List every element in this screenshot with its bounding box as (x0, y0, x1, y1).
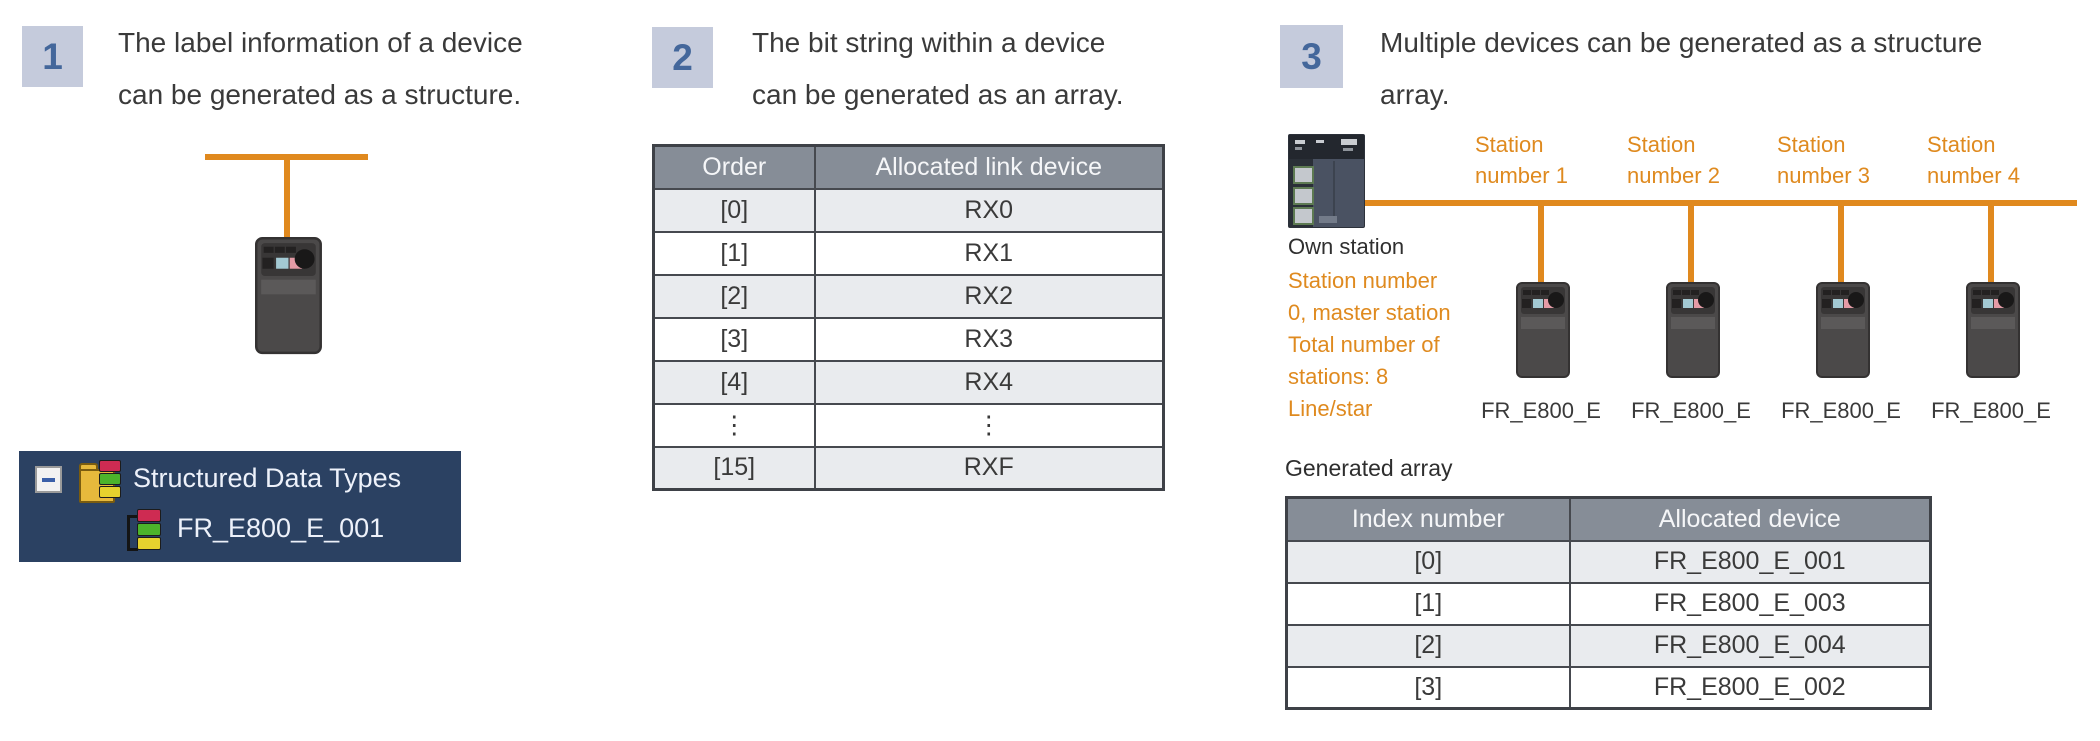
network-drop-line-2 (1688, 200, 1694, 284)
inverter-device-3 (1816, 282, 1870, 378)
inverter-device-1 (1516, 282, 1570, 378)
section-3-number: 3 (1301, 35, 1322, 77)
section-3-text-line2: array. (1380, 79, 1450, 110)
section-2-text-line2: can be generated as an array. (752, 79, 1124, 110)
device-label-1: FR_E800_E (1481, 398, 1601, 423)
cell-alloc-0: FR_E800_E_001 (1568, 539, 1932, 584)
inverter-device-single (255, 237, 322, 355)
table-row: [1] RX1 (652, 230, 1165, 276)
cell-order-2: [2] (652, 273, 816, 319)
network-drop-line-single (284, 154, 290, 239)
table-row: [0] FR_E800_E_001 (1285, 539, 1932, 584)
cell-index-2: [2] (1285, 623, 1571, 668)
table-row: [1] FR_E800_E_003 (1285, 581, 1932, 626)
table-row-ellipsis: ⋮ ⋮ (652, 402, 1165, 448)
tree-collapse-icon[interactable] (35, 466, 62, 493)
network-trunk-line (1357, 200, 2077, 206)
bit-table-header-device: Allocated link device (813, 144, 1165, 190)
cell-order-4: [4] (652, 359, 816, 405)
device-label-2: FR_E800_E (1631, 398, 1751, 423)
array-table-header-index: Index number (1285, 496, 1571, 542)
table-row: [15] RXF (652, 445, 1165, 491)
station-label-1: Station number 1 (1475, 132, 1568, 188)
cell-order-3: [3] (652, 316, 816, 362)
cell-device-15: RXF (813, 445, 1165, 491)
ethernet-port-icon (1293, 166, 1314, 184)
section-1-text: The label information of a device can be… (118, 17, 523, 121)
section-2-number: 2 (672, 36, 693, 78)
inverter-dial-icon (294, 249, 315, 269)
cell-device-dots: ⋮ (813, 402, 1165, 448)
ethernet-port-icon (1293, 187, 1314, 205)
cell-order-0: [0] (652, 187, 816, 233)
table-row: [4] RX4 (652, 359, 1165, 405)
section-2-text: The bit string within a device can be ge… (752, 17, 1124, 121)
cell-order-15: [15] (652, 445, 816, 491)
section-3-text-line1: Multiple devices can be generated as a s… (1380, 27, 1983, 58)
network-drop-line-4 (1988, 200, 1994, 284)
table-header-row: Index number Allocated device (1285, 496, 1932, 542)
device-label-4: FR_E800_E (1931, 398, 2051, 423)
inverter-panel (261, 243, 316, 277)
array-table-header-device: Allocated device (1568, 496, 1932, 542)
cell-index-0: [0] (1285, 539, 1571, 584)
station-label-2: Station number 2 (1627, 132, 1720, 188)
inverter-dial-icon (1548, 292, 1564, 308)
own-station-label: Own station (1288, 234, 1405, 259)
cell-device-1: RX1 (813, 230, 1165, 276)
table-row: [0] RX0 (652, 187, 1165, 233)
cell-alloc-3: FR_E800_E_002 (1568, 665, 1932, 710)
section-3-badge: 3 (1280, 25, 1343, 88)
network-drop-line-3 (1838, 200, 1844, 284)
table-row: [2] FR_E800_E_004 (1285, 623, 1932, 668)
tree-child-item[interactable]: FR_E800_E_001 (177, 513, 385, 543)
table-row: [3] FR_E800_E_002 (1285, 665, 1932, 710)
tree-root-item[interactable]: Structured Data Types (133, 463, 402, 493)
section-3-text: Multiple devices can be generated as a s… (1380, 17, 1982, 121)
station-label-3: Station number 3 (1777, 132, 1870, 188)
inverter-dial-icon (1698, 292, 1714, 308)
inverter-device-4 (1966, 282, 2020, 378)
network-drop-line-1 (1538, 200, 1544, 284)
generated-array-title: Generated array (1285, 455, 1453, 481)
bit-string-table: Order Allocated link device [0] RX0 [1] … (652, 144, 1165, 491)
cell-index-3: [3] (1285, 665, 1571, 710)
section-1-badge: 1 (22, 26, 83, 87)
station-label-4: Station number 4 (1927, 132, 2020, 188)
structure-icon (127, 509, 169, 551)
section-2-text-line1: The bit string within a device (752, 27, 1106, 58)
table-row: [3] RX3 (652, 316, 1165, 362)
cell-alloc-2: FR_E800_E_004 (1568, 623, 1932, 668)
structured-data-types-folder-icon (79, 460, 127, 503)
cell-alloc-1: FR_E800_E_003 (1568, 581, 1932, 626)
section-1-text-line2: can be generated as a structure. (118, 79, 522, 110)
table-row: [2] RX2 (652, 273, 1165, 319)
cell-index-1: [1] (1285, 581, 1571, 626)
inverter-dial-icon (1998, 292, 2014, 308)
ethernet-port-icon (1293, 207, 1314, 225)
cell-order-1: [1] (652, 230, 816, 276)
device-label-3: FR_E800_E (1781, 398, 1901, 423)
section-2-badge: 2 (652, 27, 713, 88)
plc-module (1288, 134, 1365, 228)
structured-data-types-treeview: Structured Data Types FR_E800_E_001 (19, 451, 461, 562)
cell-device-2: RX2 (813, 273, 1165, 319)
cell-order-dots: ⋮ (652, 402, 816, 448)
section-1-number: 1 (42, 35, 63, 77)
section-1-text-line1: The label information of a device (118, 27, 523, 58)
generated-array-table: Index number Allocated device [0] FR_E80… (1285, 496, 1932, 710)
bit-table-header-order: Order (652, 144, 816, 190)
inverter-dial-icon (1848, 292, 1864, 308)
cell-device-4: RX4 (813, 359, 1165, 405)
master-station-info: Station number 0, master station Total n… (1288, 268, 1451, 421)
inverter-device-2 (1666, 282, 1720, 378)
cell-device-0: RX0 (813, 187, 1165, 233)
table-header-row: Order Allocated link device (652, 144, 1165, 190)
cell-device-3: RX3 (813, 316, 1165, 362)
